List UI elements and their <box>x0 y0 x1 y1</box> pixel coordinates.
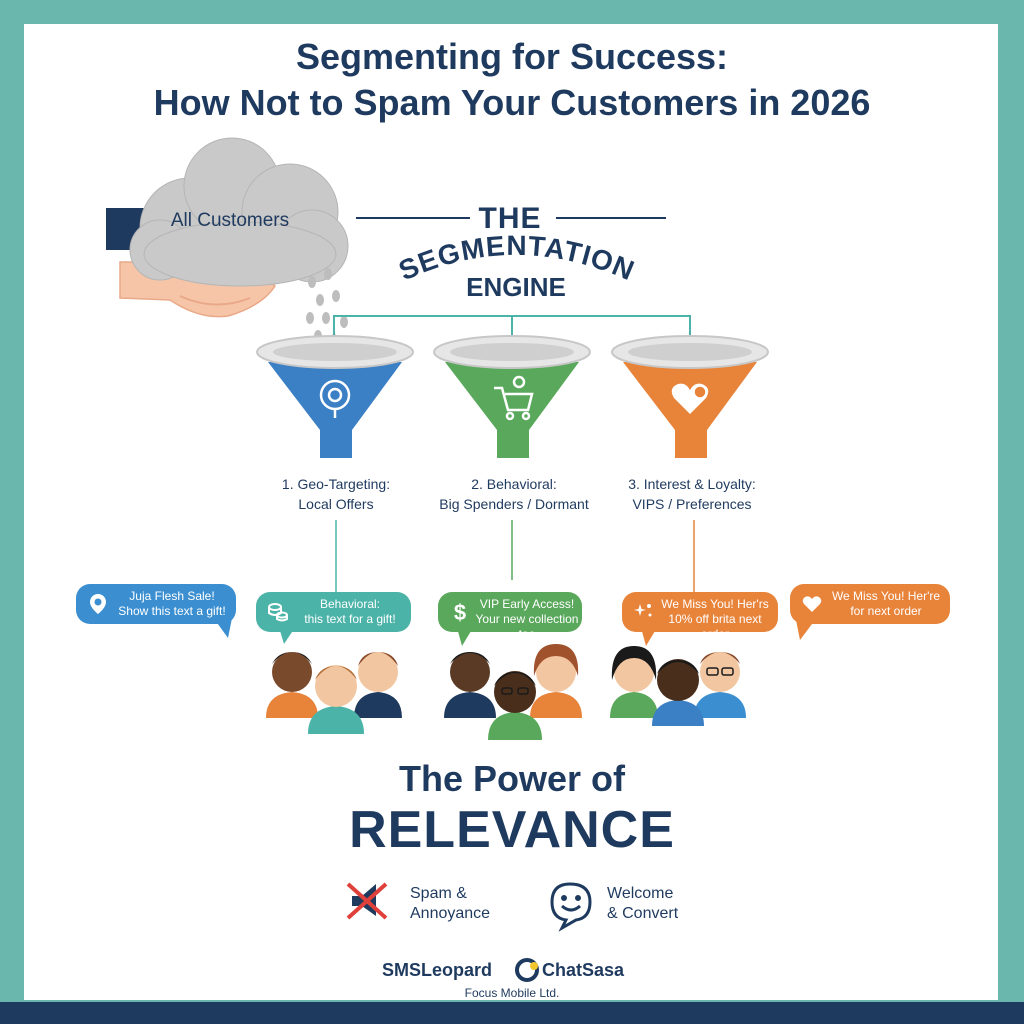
funnel-label-geo: 1. Geo-Targeting: Local Offers <box>246 474 426 514</box>
dollar-icon: $ <box>454 600 466 624</box>
funnel-interest <box>611 335 769 458</box>
funnel-behavioral-subtitle: Big Spenders / Dormant <box>439 496 589 512</box>
muted-megaphone-icon <box>346 882 388 920</box>
bubble-text-2: this text for a gift! <box>304 612 396 626</box>
bubble-text-2: for next order <box>850 604 922 618</box>
outcome-good-line2: & Convert <box>607 905 679 922</box>
outcome-good-line1: Welcome <box>607 885 674 902</box>
engine-word: ENGINE <box>466 272 566 302</box>
rain-drops-icon <box>306 268 348 346</box>
cloud-icon <box>129 137 349 287</box>
message-bubble-vip: $ VIP Early Access!Your new collection t… <box>438 592 582 641</box>
bubble-text-1: VIP Early Access! <box>479 597 575 611</box>
bubble-text-1: Juja Flesh Sale! <box>129 589 215 603</box>
title-line-2: How Not to Spam Your Customers in 2026 <box>153 82 871 123</box>
svg-text:$: $ <box>454 600 466 624</box>
funnel-interest-subtitle: VIPS / Preferences <box>632 496 752 512</box>
customer-group-behavioral <box>444 644 582 740</box>
outcome-good: Welcome & Convert <box>607 884 678 924</box>
chatsasa-logo-icon <box>515 958 539 982</box>
relevance-heading: RELEVANCE <box>349 801 675 859</box>
shopping-cart-icon <box>494 375 534 421</box>
message-bubble-flash-sale: Juja Flesh Sale!Show this text a gift! <box>76 584 236 624</box>
bottom-bar <box>0 1002 1024 1024</box>
outcome-bad-line2: Annoyance <box>410 905 491 922</box>
funnel-geo <box>256 335 414 458</box>
message-bubble-behavioral: Behavioral:this text for a gift! <box>256 592 411 632</box>
engine-the: THE <box>478 202 542 235</box>
outcome-bad: Spam & Annoyance <box>410 884 490 924</box>
all-customers-label: All Customers <box>170 210 290 231</box>
funnel-geo-subtitle: Local Offers <box>298 496 374 512</box>
bubble-text-2: Show this text a gift! <box>118 604 226 618</box>
company-name: Focus Mobile Ltd. <box>464 986 560 1000</box>
smile-chat-icon <box>550 882 592 932</box>
bubble-text-1: We Miss You! Her'rs <box>661 597 769 611</box>
location-pin-icon <box>90 594 106 614</box>
bubble-text-1: We Miss You! Her're <box>831 589 941 603</box>
funnel-behavioral <box>433 335 591 458</box>
bubble-text-2: Your new collection tae <box>475 612 579 641</box>
outcome-bad-line1: Spam & <box>410 885 467 902</box>
customer-group-interest <box>610 646 746 726</box>
funnel-label-behavioral: 2. Behavioral: Big Spenders / Dormant <box>424 474 604 514</box>
bubble-text-2: 10% off brita next order <box>668 612 762 641</box>
funnel-behavioral-title: 2. Behavioral: <box>471 476 557 492</box>
heart-icon <box>802 596 822 612</box>
customer-group-geo <box>266 652 402 734</box>
funnel-label-interest: 3. Interest & Loyalty: VIPS / Preference… <box>602 474 782 514</box>
power-heading: The Power of <box>398 758 626 799</box>
sparkle-icon <box>634 604 652 617</box>
brand-chatsasa: ChatSasa <box>542 960 625 980</box>
bubble-text-1: Behavioral: <box>319 597 381 611</box>
funnel-geo-title: 1. Geo-Targeting: <box>281 476 391 492</box>
brand-smsleopard: SMSLeopard <box>382 960 493 980</box>
heart-star-icon <box>671 383 709 414</box>
coins-icon <box>268 603 288 622</box>
funnel-interest-title: 3. Interest & Loyalty: <box>628 476 756 492</box>
location-pin-icon <box>319 379 351 418</box>
title-line-1: Segmenting for Success: <box>295 36 729 77</box>
